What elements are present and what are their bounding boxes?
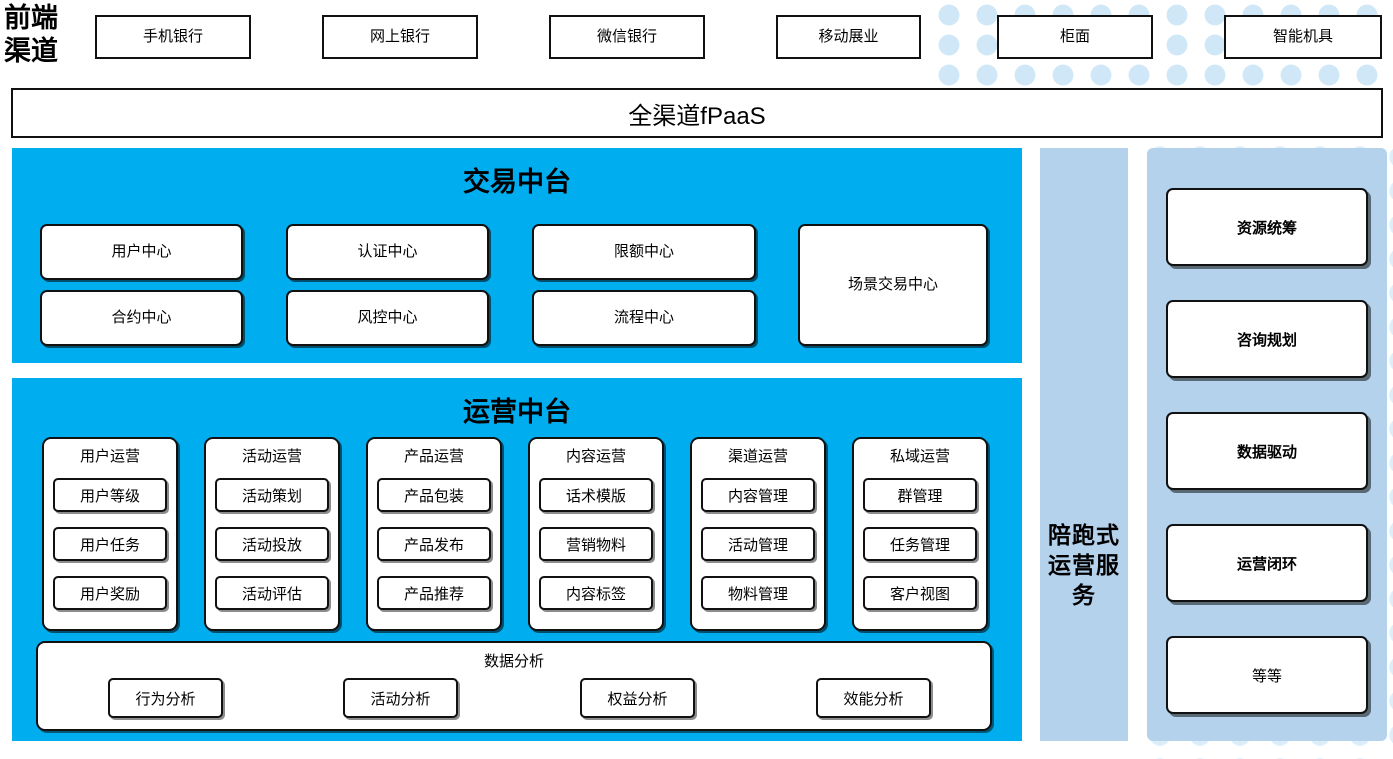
channel-box-counter[interactable]: 柜面 [997,15,1153,59]
op-group-activity-operation: 活动运营 活动策划 活动投放 活动评估 [204,437,340,631]
op-item[interactable]: 群管理 [863,478,977,512]
front-end-channel-label: 前端渠道 [4,3,58,66]
capability-box-etc[interactable]: 等等 [1166,636,1368,714]
op-item[interactable]: 营销物料 [539,527,653,561]
op-item[interactable]: 物料管理 [701,576,815,610]
op-item[interactable]: 内容标签 [539,576,653,610]
data-analysis-item[interactable]: 权益分析 [580,678,695,718]
op-item[interactable]: 话术模版 [539,478,653,512]
op-item[interactable]: 用户奖励 [53,576,167,610]
capability-box-data-driven[interactable]: 数据驱动 [1166,412,1368,490]
channel-box-mobile-field[interactable]: 移动展业 [776,15,921,59]
accompanying-operation-service-column: 陪跑式运营服务 [1040,148,1128,741]
op-group-user-operation: 用户运营 用户等级 用户任务 用户奖励 [42,437,178,631]
tx-box-contract-center[interactable]: 合约中心 [40,290,243,346]
capability-panel: 资源统筹 咨询规划 数据驱动 运营闭环 等等 [1147,148,1387,741]
data-analysis-title: 数据分析 [483,653,544,670]
channel-box-internet-bank[interactable]: 网上银行 [322,15,478,59]
op-group-header: 渠道运营 [727,448,788,465]
op-item[interactable]: 活动策划 [215,478,329,512]
op-item[interactable]: 活动评估 [215,576,329,610]
op-group-header: 私域运营 [889,448,950,465]
op-group-header: 产品运营 [403,448,464,465]
channel-box-smart-machine[interactable]: 智能机具 [1224,15,1382,59]
op-item[interactable]: 活动管理 [701,527,815,561]
channel-box-wechat-bank[interactable]: 微信银行 [549,15,705,59]
data-analysis-item[interactable]: 活动分析 [343,678,458,718]
op-item[interactable]: 客户视图 [863,576,977,610]
tx-box-risk-center[interactable]: 风控中心 [286,290,489,346]
op-item[interactable]: 任务管理 [863,527,977,561]
omnichannel-fpaas-bar[interactable]: 全渠道fPaaS [11,88,1383,138]
tx-box-auth-center[interactable]: 认证中心 [286,224,489,280]
transaction-platform-title: 交易中台 [463,167,571,197]
tx-box-scenario-transaction-center[interactable]: 场景交易中心 [798,224,988,346]
capability-box-operation-closed-loop[interactable]: 运营闭环 [1166,524,1368,602]
accompanying-operation-service-label: 陪跑式运营服务 [1048,522,1120,608]
op-item[interactable]: 活动投放 [215,527,329,561]
op-item[interactable]: 产品包装 [377,478,491,512]
op-group-header: 用户运营 [79,448,140,465]
op-item[interactable]: 用户等级 [53,478,167,512]
op-group-product-operation: 产品运营 产品包装 产品发布 产品推荐 [366,437,502,631]
data-analysis-card: 数据分析 行为分析 活动分析 权益分析 效能分析 [36,641,992,731]
capability-box-consulting-planning[interactable]: 咨询规划 [1166,300,1368,378]
tx-box-user-center[interactable]: 用户中心 [40,224,243,280]
op-item[interactable]: 用户任务 [53,527,167,561]
op-group-header: 内容运营 [565,448,626,465]
tx-box-process-center[interactable]: 流程中心 [532,290,756,346]
op-group-content-operation: 内容运营 话术模版 营销物料 内容标签 [528,437,664,631]
op-group-private-domain-operation: 私域运营 群管理 任务管理 客户视图 [852,437,988,631]
tx-box-limit-center[interactable]: 限额中心 [532,224,756,280]
op-item[interactable]: 产品发布 [377,527,491,561]
data-analysis-item[interactable]: 行为分析 [108,678,223,718]
capability-box-resource-coordination[interactable]: 资源统筹 [1166,188,1368,266]
data-analysis-item[interactable]: 效能分析 [816,678,931,718]
op-item[interactable]: 内容管理 [701,478,815,512]
channel-box-mobile-bank[interactable]: 手机银行 [95,15,251,59]
op-group-header: 活动运营 [241,448,302,465]
op-group-channel-operation: 渠道运营 内容管理 活动管理 物料管理 [690,437,826,631]
op-item[interactable]: 产品推荐 [377,576,491,610]
operation-platform-title: 运营中台 [463,397,571,427]
